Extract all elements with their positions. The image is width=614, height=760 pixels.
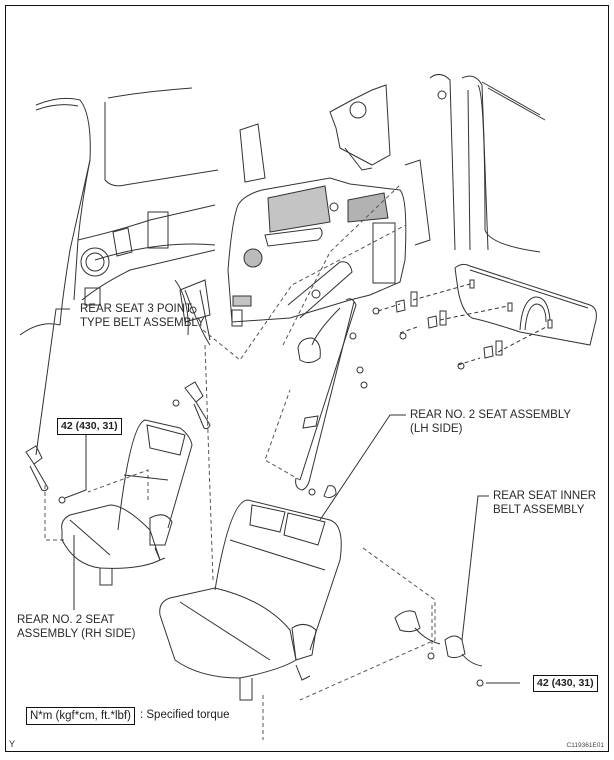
vehicle-body-left-quarter (19, 87, 219, 346)
torque-legend-description: : Specified torque (140, 709, 230, 721)
label-line: ASSEMBLY (RH SIDE) (17, 628, 136, 640)
label-rear-seat-inner-belt: REAR SEAT INNER BELT ASSEMBLY (493, 489, 596, 517)
label-line: TYPE BELT ASSEMBLY (80, 317, 205, 329)
label-line: REAR NO. 2 SEAT (17, 614, 115, 626)
corner-mark: Y (9, 739, 16, 749)
torque-unit-legend-box: N*m (kgf*cm, ft.*lbf) (26, 707, 135, 725)
clips-and-screws (372, 283, 549, 370)
label-line: BELT ASSEMBLY (493, 504, 585, 516)
torque-callout-left: 42 (430, 31) (57, 418, 122, 435)
rear-floor-scuff-plate (454, 263, 597, 346)
label-line: REAR SEAT INNER (493, 490, 597, 502)
back-door-opening (404, 74, 546, 253)
pillar-garnish-upper (239, 84, 391, 183)
leader-lines (35, 308, 520, 684)
diagram-frame (5, 5, 609, 752)
label-line: REAR SEAT 3 POINT (80, 303, 193, 315)
rear-no2-seat-rh (61, 419, 193, 586)
inner-belt-buckles (394, 610, 484, 687)
label-rear-no2-seat-rh: REAR NO. 2 SEAT ASSEMBLY (RH SIDE) (17, 613, 135, 641)
label-line: (LH SIDE) (410, 423, 463, 435)
label-rear-seat-3-point-belt: REAR SEAT 3 POINT TYPE BELT ASSEMBLY (80, 302, 205, 330)
label-line: REAR NO. 2 SEAT ASSEMBLY (410, 409, 572, 421)
rear-no2-seat-lh (159, 499, 342, 701)
torque-callout-right: 42 (430, 31) (533, 675, 598, 692)
guide-lines (44, 184, 436, 740)
rear-seat-3-point-belt (295, 298, 368, 499)
quarter-trim-panel (179, 177, 407, 327)
buckle-left (25, 381, 211, 504)
figure-id: C119361E01 (566, 742, 604, 749)
label-rear-no2-seat-lh: REAR NO. 2 SEAT ASSEMBLY (LH SIDE) (410, 408, 571, 436)
